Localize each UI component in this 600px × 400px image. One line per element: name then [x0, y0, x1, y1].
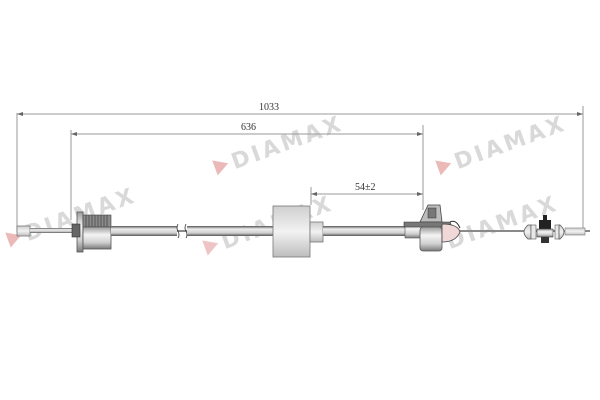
left-wire-sleeve [30, 228, 72, 233]
watermark-text: DIAMAX [451, 111, 570, 175]
outer-sheath-right [323, 226, 413, 236]
dimension-adjust [310, 187, 423, 205]
dimension-label-inner: 636 [241, 122, 256, 133]
watermark-text: DIAMAX [228, 111, 347, 175]
watermark-logo-icon [212, 160, 229, 176]
watermark-logo-icon [202, 240, 219, 256]
watermark-logo-icon [435, 160, 452, 176]
center-grommet [272, 205, 311, 258]
break-mark [176, 223, 188, 239]
outer-sheath-middle [187, 226, 273, 236]
right-end-fitting [523, 215, 586, 243]
right-adjuster [403, 204, 461, 252]
dimension-label-overall: 1033 [259, 102, 279, 113]
outer-sheath-left [111, 226, 177, 236]
left-end-fitting [16, 225, 31, 237]
dimension-inner [70, 125, 424, 220]
center-grommet-collar [309, 221, 324, 243]
left-adjuster [71, 211, 112, 253]
dimension-overall [16, 106, 584, 232]
dimension-label-adjust: 54±2 [355, 182, 376, 193]
